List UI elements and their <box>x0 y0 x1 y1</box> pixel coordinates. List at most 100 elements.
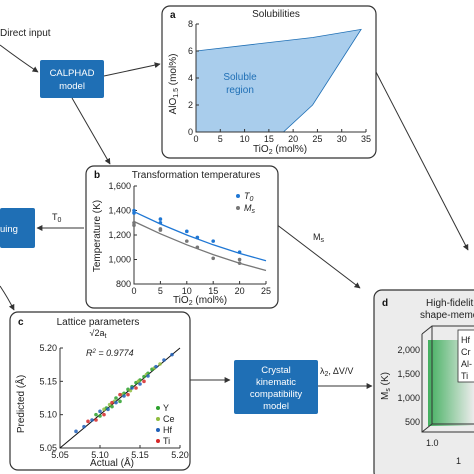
direct-input-label: Direct input <box>0 28 51 39</box>
panel-c-point-Hf <box>82 424 86 429</box>
panel-d-box-axes <box>421 325 474 433</box>
panel-d-xtick-2: 1 <box>456 456 461 466</box>
panel-d-label-cr: Cr <box>461 347 471 357</box>
panel-d-ytick-4: 500 <box>405 417 420 427</box>
panel-c-ytick-label: 5.20 <box>39 343 57 353</box>
panel-c-point-Ti <box>102 412 106 417</box>
panel-c-point-Hf <box>170 352 174 357</box>
panel-c-point-Ti <box>134 386 138 390</box>
panel-a-xtick-label: 25 <box>312 134 322 144</box>
panel-c-point-Y <box>142 374 146 379</box>
panel-a-xlabel: TiO2 (mol%) <box>253 144 307 156</box>
panel-c: c Lattice parameters √2at R2 = 0.9774 Ac… <box>9 311 191 471</box>
panel-a-chart: Soluble region TiO2 (mol%) AlO1.5 (mol%)… <box>168 19 371 156</box>
panel-c-point-Ce <box>107 402 112 407</box>
panel-a-ytick-label: 2 <box>188 100 193 110</box>
panel-d-letter: d <box>382 298 388 309</box>
panel-d-legend-box: Hf Cr Al- Ti <box>457 329 474 383</box>
panel-c-point-Ce <box>158 362 162 366</box>
crystal-line-2: kinematic <box>256 377 296 388</box>
panel-b-legend: T0 Ms <box>236 191 256 215</box>
soluble-region-label-1: Soluble <box>223 72 257 83</box>
panel-a-ytick-label: 0 <box>188 127 193 137</box>
panel-c-ylabel: Predicted (Å) <box>14 375 27 433</box>
panel-a-xtick-label: 0 <box>193 134 198 144</box>
panel-b: b Transformation temperatures TiO2 (mol%… <box>85 165 279 309</box>
panel-b-point-T0 <box>195 235 200 240</box>
arrow-lambda-label: λ2, ΔV/V <box>320 366 353 378</box>
panel-b-ytick-label: 1,200 <box>108 230 131 240</box>
panel-b-letter: b <box>94 170 100 181</box>
crystal-line-3: compatibility <box>250 389 303 400</box>
panel-b-point-Ms <box>132 223 136 227</box>
legend-t0-label: T0 <box>244 191 254 203</box>
panel-c-point-Ti <box>86 419 90 424</box>
panel-c-point-Y <box>110 404 114 409</box>
calphad-line-2: model <box>59 81 85 92</box>
panel-c-point-Y <box>118 399 122 404</box>
panel-a-ylabel: AlO1.5 (mol%) <box>168 54 180 115</box>
arrow-calphad-to-b <box>71 97 111 165</box>
panel-a-xtick-label: 30 <box>337 134 347 144</box>
panel-c-point-Hf <box>122 394 126 398</box>
panel-b-point-T0 <box>158 220 163 225</box>
legend-ms-label: Ms <box>244 203 256 215</box>
panel-c-point-Ti <box>118 392 122 397</box>
panel-c-point-Hf <box>130 386 134 390</box>
panel-a-xtick-label: 35 <box>361 134 371 144</box>
legend-ms-marker <box>236 206 240 210</box>
panel-d-xtick-1: 1.0 <box>426 438 439 448</box>
panel-a-xtick-label: 10 <box>240 134 250 144</box>
panel-b-fit-Ms <box>133 220 267 272</box>
panel-b-point-Ms <box>158 228 163 232</box>
panel-a-xtick-label: 20 <box>288 134 298 144</box>
panel-c-point-Ti <box>126 392 130 397</box>
panel-a-title: Solubilities <box>252 9 300 20</box>
legend-ce-label: Ce <box>163 414 175 424</box>
panel-c-point-Hf <box>98 409 102 414</box>
panel-b-point-T0 <box>185 229 189 234</box>
panel-c-r2: R2 = 0.9774 <box>86 348 134 358</box>
panel-c-point-Y <box>98 414 102 418</box>
arrow-ms-label: Ms <box>313 232 325 244</box>
panel-a: a Solubilities Soluble region TiO2 (mol%… <box>161 5 377 159</box>
panel-c-point-Hf <box>74 429 78 434</box>
left-cut-box: uing <box>0 208 35 248</box>
panel-c-point-Ti <box>142 379 146 384</box>
panel-c-point-Ce <box>128 388 133 393</box>
arrow-a-to-d <box>375 71 469 251</box>
panel-a-xtick-label: 5 <box>218 134 223 144</box>
panel-b-xlabel: TiO2 (mol%) <box>173 295 227 307</box>
panel-d-label-al: Al- <box>461 359 472 369</box>
calphad-line-1: CALPHAD <box>50 68 95 79</box>
crystal-line-4: model <box>263 401 289 412</box>
panel-c-point-Ce <box>102 407 106 412</box>
panel-b-ytick-label: 800 <box>116 279 131 289</box>
panel-c-point-Hf <box>154 364 158 369</box>
arrow-calphad-to-a <box>103 62 161 77</box>
panel-b-xtick-label: 5 <box>158 286 163 296</box>
panel-c-title: Lattice parameters <box>57 317 140 328</box>
panel-c-point-Hf <box>106 407 110 412</box>
direct-input-arrow <box>0 44 39 73</box>
panel-b-ytick-label: 1,600 <box>108 181 131 191</box>
legend-ce-marker <box>156 417 160 421</box>
panel-d-ytick-1: 2,000 <box>397 345 420 355</box>
arrow-ms <box>275 223 361 289</box>
legend-ti-marker <box>156 439 160 443</box>
crystal-line-1: Crystal <box>261 365 291 376</box>
panel-d: d High-fidelit shape-memo 2,000 1,500 1,… <box>373 289 474 474</box>
panel-c-ytick-label: 5.10 <box>39 410 57 420</box>
arrow-left-down <box>0 285 15 311</box>
legend-hf-marker <box>156 428 160 432</box>
panel-a-letter: a <box>170 10 176 21</box>
panel-c-ytick-label: 5.15 <box>39 376 57 386</box>
panel-c-point-Hf <box>114 400 118 405</box>
panel-c-point-Ti <box>94 418 98 422</box>
crystal-box: Crystal kinematic compatibility model <box>234 360 318 414</box>
panel-a-ytick-label: 8 <box>188 19 193 29</box>
panel-b-point-T0 <box>132 211 136 215</box>
